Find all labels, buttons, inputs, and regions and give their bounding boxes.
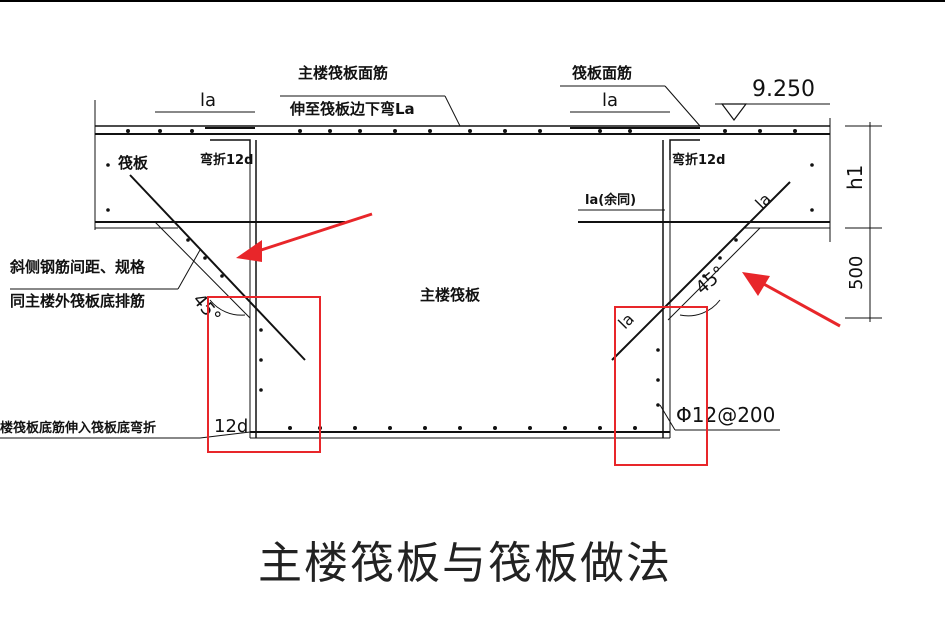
- label-angle-left: 45°: [188, 290, 225, 328]
- label-rebar-spec: Φ12@200: [676, 403, 775, 427]
- right-bend-hook: [669, 139, 700, 160]
- label-la-remaining: la(余同): [585, 192, 636, 208]
- elevation-triangle-icon: [720, 103, 748, 121]
- right-slope-edge: [667, 227, 761, 321]
- leader-diag-1: [444, 95, 461, 127]
- label-main-raft: 主楼筏板: [420, 286, 481, 304]
- label-bottom-bar-12d: 12d: [214, 416, 248, 437]
- diagram-title: 主楼筏板与筏板做法: [258, 538, 672, 589]
- label-bottom-bar-note: 楼筏板底筋伸入筏板底弯折: [0, 420, 156, 436]
- left-angle-arc: [209, 299, 246, 316]
- label-raft: 筏板: [118, 154, 149, 172]
- left-bend-hook: [210, 139, 251, 160]
- right-angle-arc: [679, 299, 721, 317]
- label-bend-12d-left: 弯折12d: [200, 152, 253, 168]
- label-la-right: la: [602, 90, 618, 111]
- label-elevation: 9.250: [752, 77, 815, 102]
- red-arrow-left: [236, 212, 373, 262]
- label-bend-12d-right: 弯折12d: [672, 152, 725, 168]
- label-slope-note-2: 同主楼外筏板底排筋: [10, 292, 145, 310]
- label-la-slope-bottom: la: [614, 309, 638, 333]
- label-la-slope-top: la: [751, 189, 775, 213]
- left-slope-edge: [154, 221, 251, 319]
- red-arrow-right: [742, 272, 841, 328]
- leader-diag-2: [664, 85, 701, 127]
- rebar-spec-leader: [659, 404, 676, 431]
- label-slope-note-1: 斜侧钢筋间距、规格: [9, 258, 146, 276]
- left-slope-bar: [129, 174, 306, 361]
- label-h1: h1: [843, 165, 867, 190]
- slope-note-leader: [177, 249, 201, 290]
- highlight-box-left: [207, 296, 321, 453]
- label-la-left: la: [200, 90, 216, 111]
- bottom-rebar-dots: [106, 163, 814, 430]
- label-angle-right: 45°: [692, 262, 730, 299]
- right-slope-bar: [611, 181, 791, 361]
- label-raft-top-bar: 筏板面筋: [572, 64, 632, 82]
- label-main-raft-top-bar: 主楼筏板面筋: [298, 64, 388, 82]
- label-extend-to-edge: 伸至筏板边下弯La: [289, 100, 415, 118]
- label-500: 500: [846, 256, 867, 290]
- top-rebar-dots: [126, 129, 797, 133]
- highlight-box-right: [614, 306, 708, 466]
